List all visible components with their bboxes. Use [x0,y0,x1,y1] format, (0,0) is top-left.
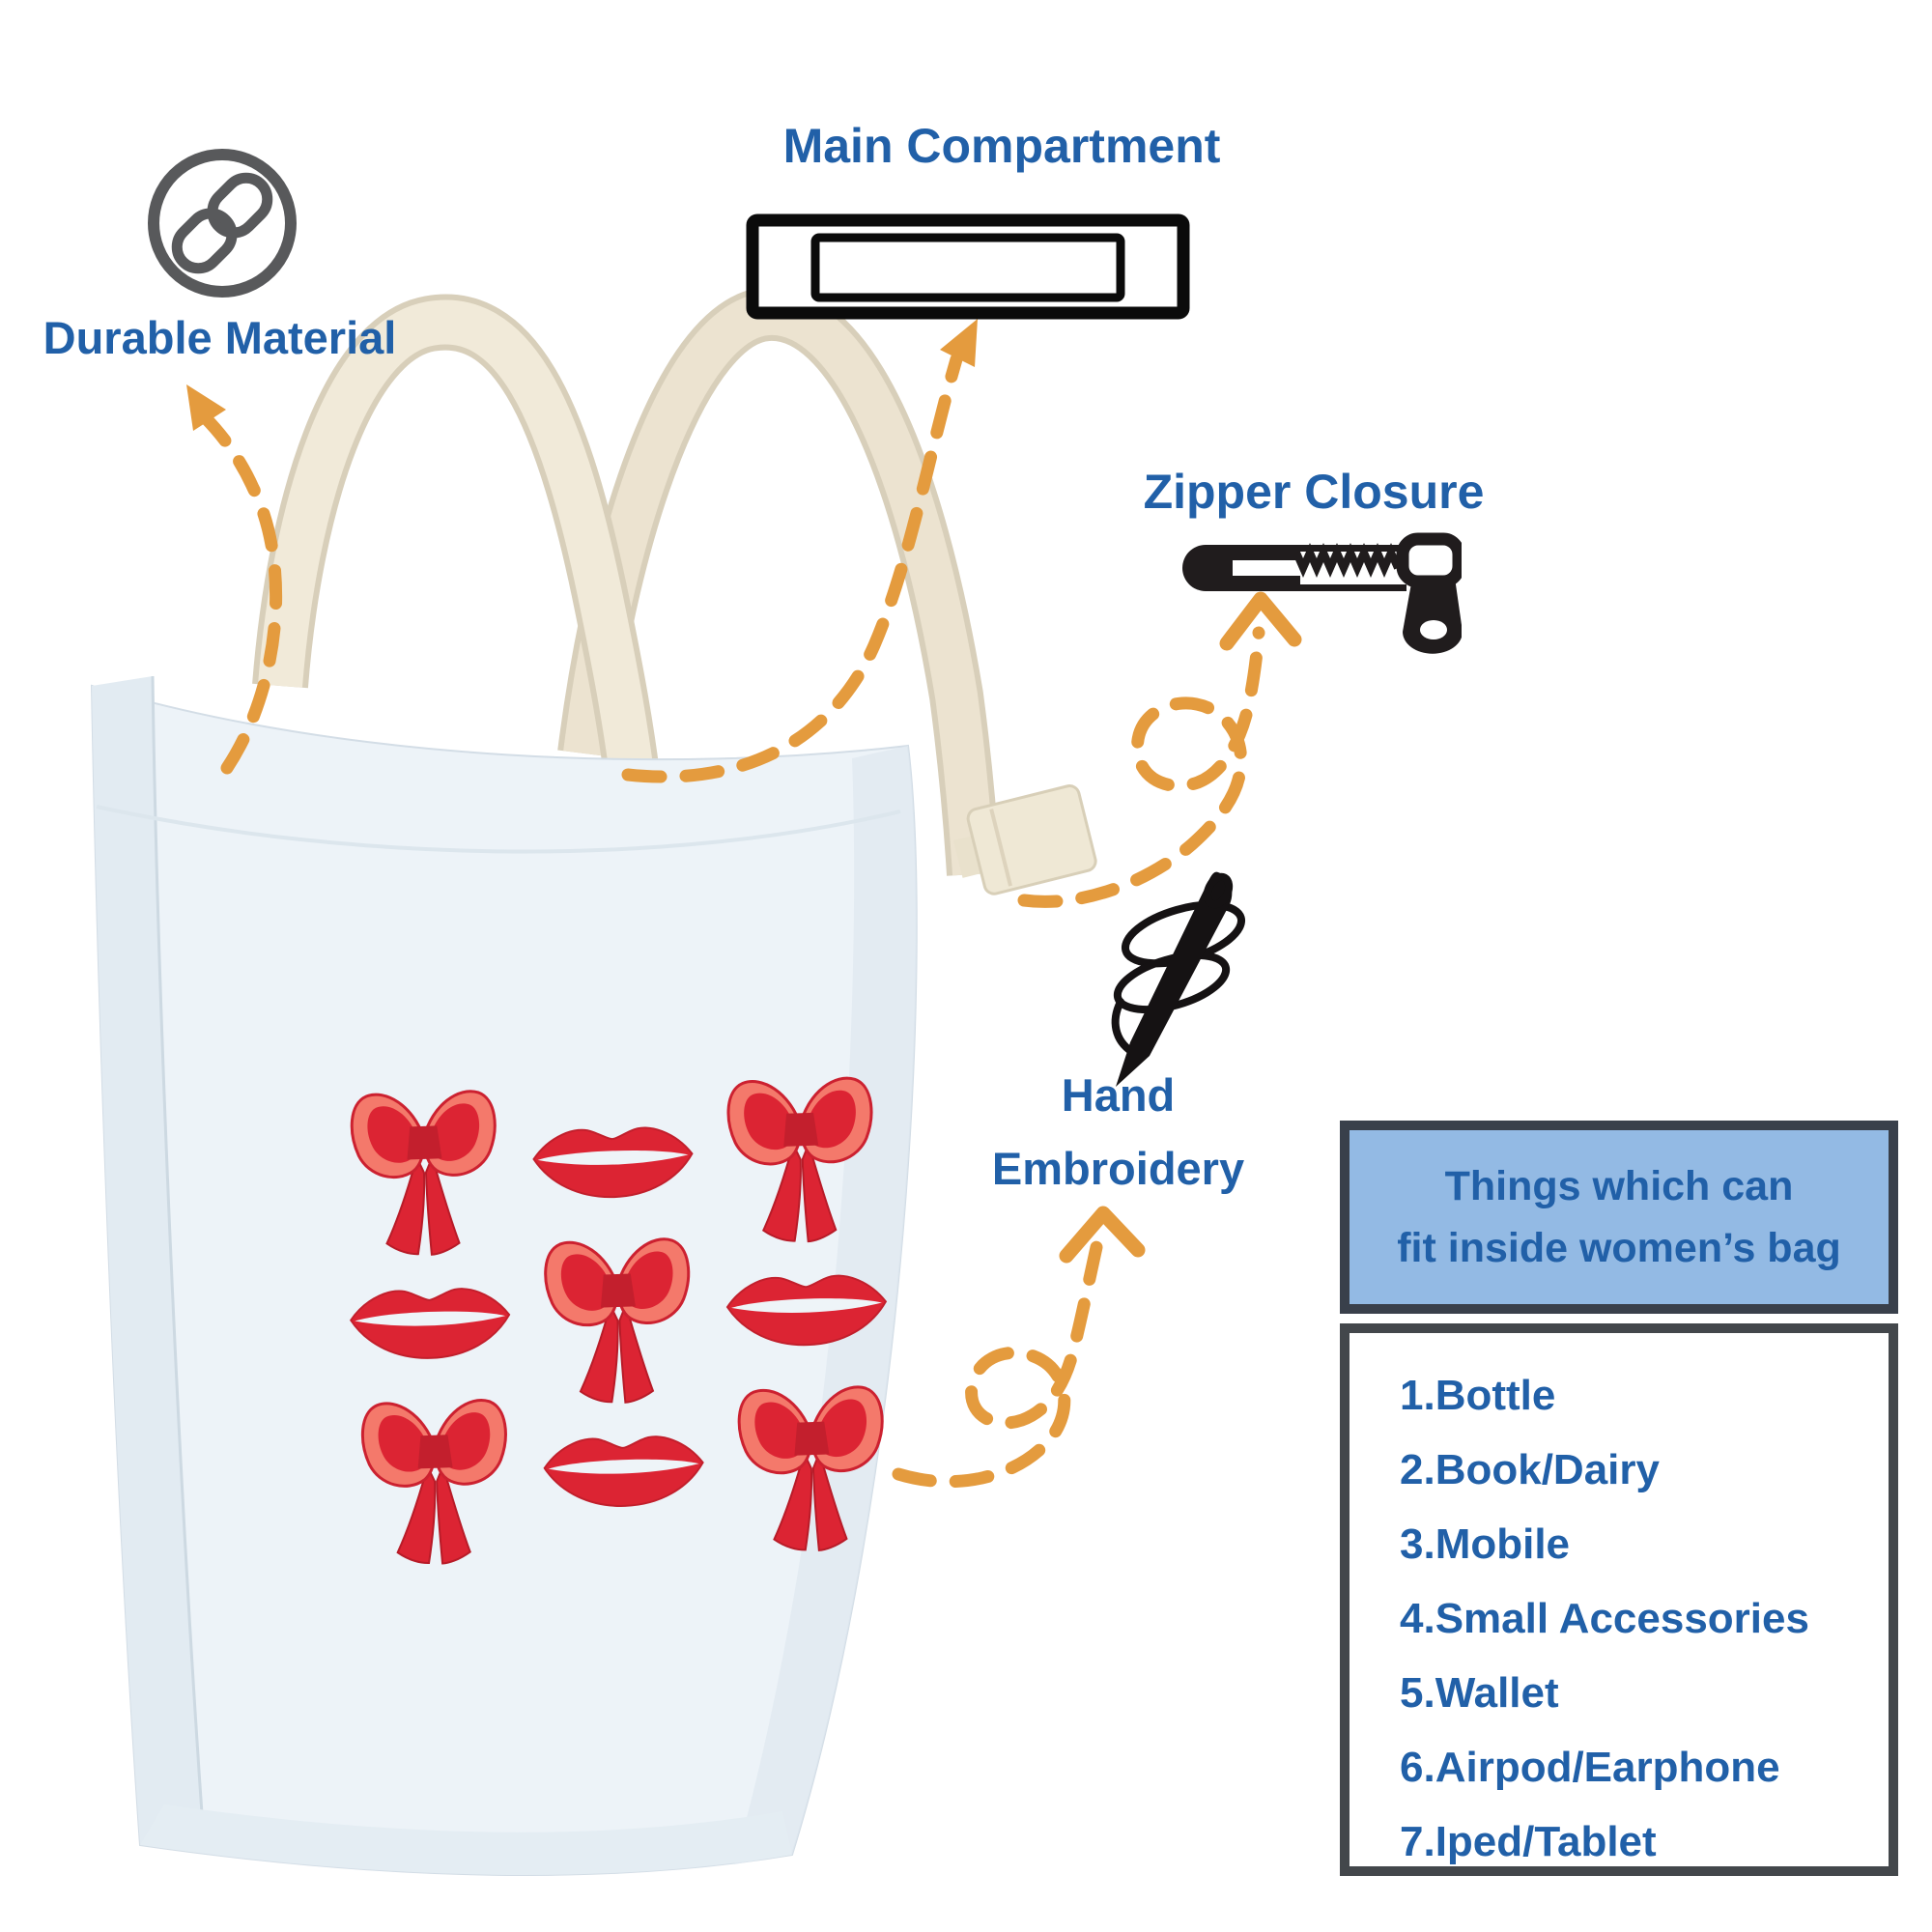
bag-handles [252,286,1001,876]
fit-list: 1.Bottle 2.Book/Dairy 3.Mobile 4.Small A… [1340,1323,1898,1876]
fit-list-title-line2: fit inside women’s bag [1397,1225,1841,1271]
fit-list-box: Things which can fit inside women’s bag … [1340,1121,1898,1876]
zipper-closure-label: Zipper Closure [1143,465,1485,519]
hand-embroidery-needle-icon [1111,871,1246,1087]
bag-zipper-tab [952,784,1097,895]
main-compartment-icon [746,213,1190,320]
zipper-icon [1182,532,1462,654]
main-compartment-arrow [621,353,963,783]
hand-embroidery-arrowhead [1059,1206,1146,1264]
main-compartment-arrowhead [940,319,978,367]
fit-list-item: 2.Book/Dairy [1400,1446,1660,1493]
hand-embroidery-label-line1: Hand [1061,1069,1176,1121]
fit-list-header: Things which can fit inside women’s bag [1340,1121,1898,1314]
zipper-closure-arrowhead [1219,591,1302,651]
fit-list-title-line1: Things which can [1444,1163,1794,1209]
main-compartment-label: Main Compartment [782,119,1221,173]
durable-material-arrowhead [186,384,226,431]
hand-embroidery-label-line2: Embroidery [991,1143,1245,1194]
fit-list-item: 1.Bottle [1400,1372,1556,1419]
chain-link-icon [148,149,297,298]
durable-material-arrow [198,411,283,775]
fit-list-item: 6.Airpod/Earphone [1400,1744,1780,1791]
fit-list-item: 7.Iped/Tablet [1400,1818,1657,1865]
fit-list-item: 3.Mobile [1400,1520,1571,1568]
durable-material-label: Durable Material [43,312,397,363]
fit-list-item: 5.Wallet [1400,1669,1559,1717]
zipper-closure-arrow [1017,626,1265,908]
bag-body [90,675,918,1876]
hand-embroidery-label: Hand Embroidery [966,1059,1270,1206]
hand-embroidery-arrow [892,1228,1106,1489]
fit-list-item: 4.Small Accessories [1400,1595,1809,1642]
tote-bag-image [90,286,1097,1876]
